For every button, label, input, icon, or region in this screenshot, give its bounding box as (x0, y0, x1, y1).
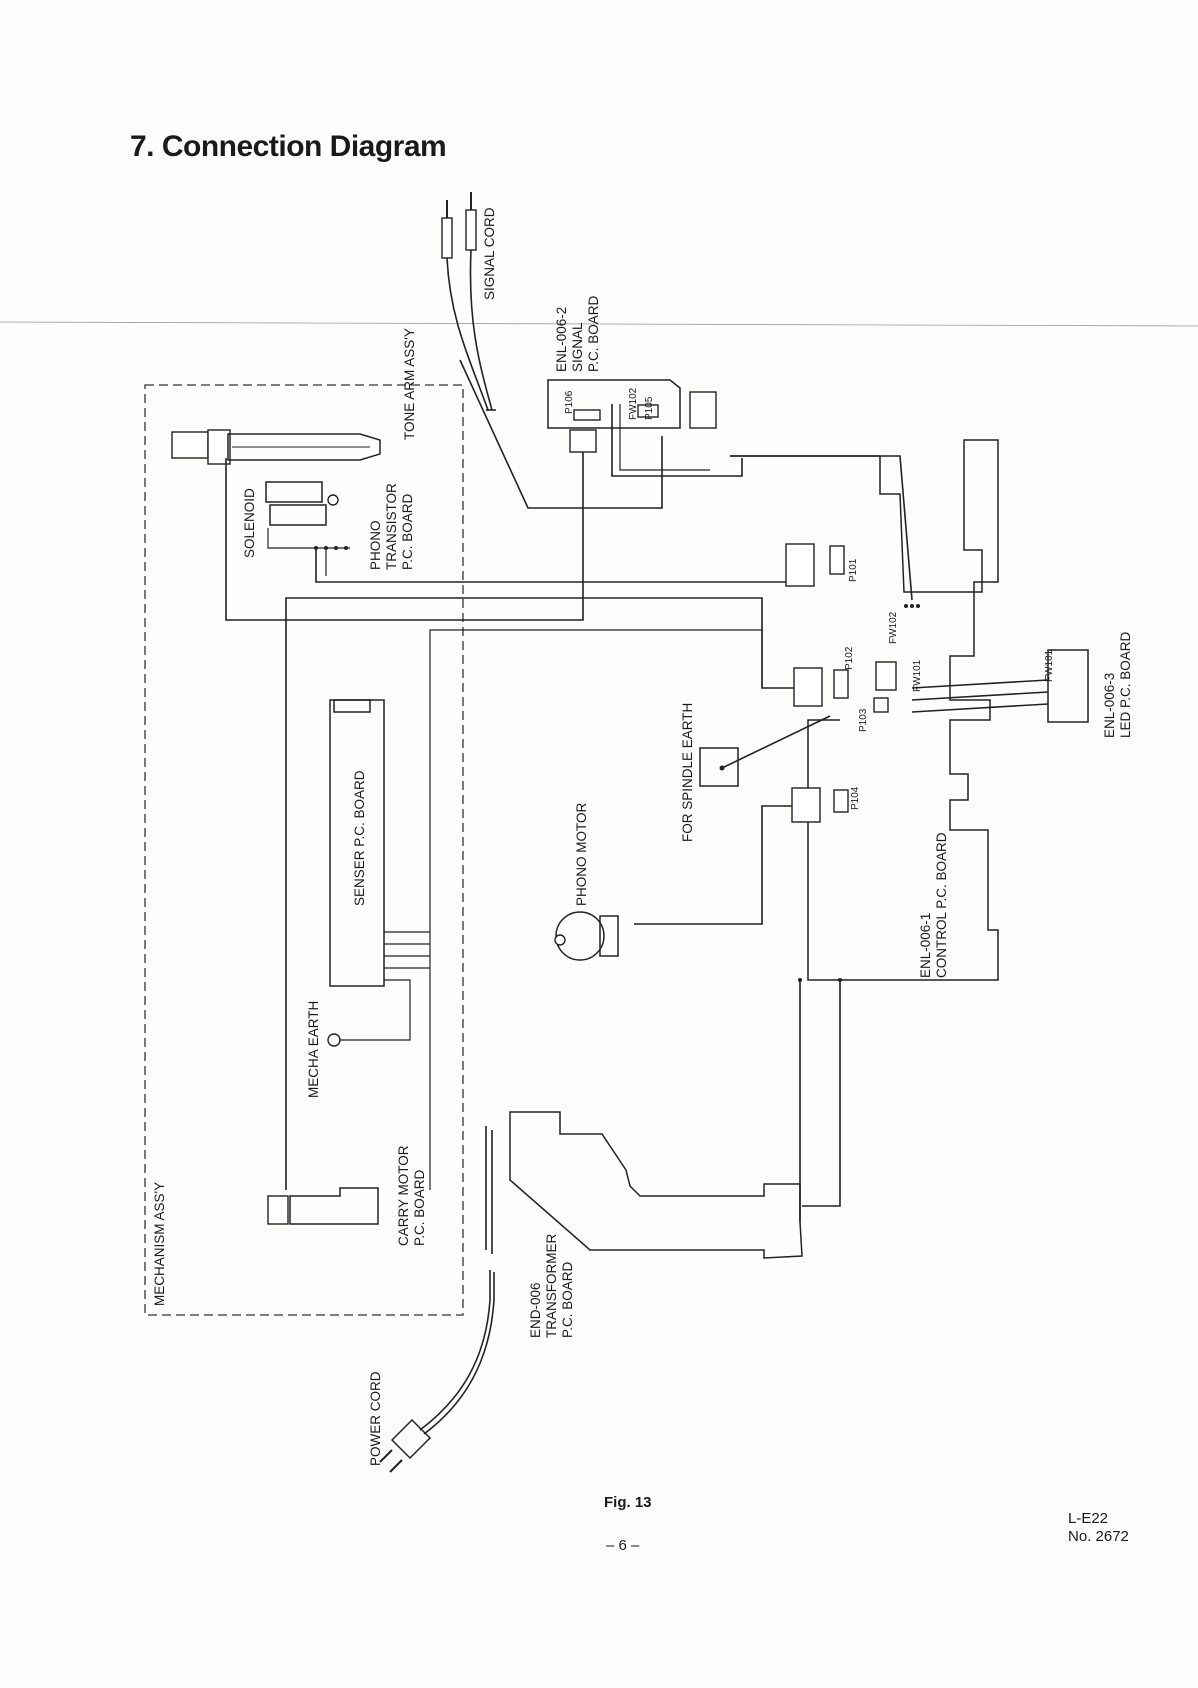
label-phono-tr-2: TRANSISTOR (384, 483, 399, 570)
label-signal-board-3: P.C. BOARD (586, 295, 601, 372)
phono-motor-wire (634, 805, 792, 925)
carry-motor-board (267, 1187, 379, 1225)
tone-arm (171, 429, 381, 465)
label-phono-tr-1: PHONO (368, 520, 383, 570)
document-id-line-1: L-E22 (1068, 1510, 1109, 1527)
label-power-cord: POWER CORD (368, 1371, 383, 1466)
label-p105: P105 (644, 396, 655, 420)
page-title: 7. Connection Diagram (130, 130, 447, 163)
signal-board (225, 379, 743, 621)
label-carry-motor-1: CARRY MOTOR (396, 1145, 411, 1246)
p104-connector (791, 787, 849, 823)
signal-cord (441, 192, 496, 411)
transformer-board (509, 978, 842, 1259)
p102-wire (285, 597, 794, 1190)
label-fw102-signal: FW102 (628, 387, 639, 420)
label-phono-tr-3: P.C. BOARD (400, 493, 415, 570)
label-mechanism: MECHANISM ASS'Y (152, 1182, 167, 1306)
label-carry-motor-2: P.C. BOARD (412, 1169, 427, 1246)
phono-transistor-board (267, 528, 791, 583)
label-phono-motor: PHONO MOTOR (574, 802, 589, 906)
fw101-ribbon (911, 649, 1089, 723)
label-transformer-3: P.C. BOARD (560, 1261, 575, 1338)
label-fw101-led: FW101 (1044, 649, 1055, 682)
label-control-2: CONTROL P.C. BOARD (934, 832, 949, 978)
label-transformer-1: END-006 (528, 1282, 543, 1338)
mechanism-assy-outline (144, 384, 464, 1316)
label-fw101: FW101 (912, 659, 923, 692)
label-mecha-earth: MECHA EARTH (306, 1001, 321, 1098)
label-signal-board-1: ENL-006-2 (554, 307, 569, 372)
label-p102: P102 (844, 646, 855, 670)
p101-connector (785, 543, 845, 587)
fw102-wire (730, 455, 913, 601)
spindle-earth (699, 715, 831, 787)
page-number: – 6 – (606, 1537, 640, 1554)
solenoid (265, 481, 339, 526)
label-tone-arm: TONE ARM ASS'Y (402, 328, 417, 440)
figure-caption: Fig. 13 (604, 1494, 652, 1511)
tone-arm-wire (459, 359, 663, 509)
label-led-2: LED P.C. BOARD (1118, 631, 1133, 738)
label-solenoid: SOLENOID (242, 488, 257, 558)
control-board-outline (730, 439, 999, 981)
label-control-1: ENL-006-1 (918, 913, 933, 978)
label-p101: P101 (848, 558, 859, 582)
label-signal-cord: SIGNAL CORD (482, 207, 497, 300)
phono-motor (554, 911, 619, 961)
document-id: L-E22 No. 2672 (1068, 1510, 1129, 1546)
mecha-earth (327, 1033, 341, 1047)
label-signal-board-2: SIGNAL (570, 322, 585, 372)
scan-line (0, 321, 1198, 327)
p102-connector (793, 661, 897, 713)
p102-wire-2 (429, 629, 763, 1190)
label-led-1: ENL-006-3 (1102, 673, 1117, 738)
label-p106: P106 (564, 390, 575, 414)
label-p104: P104 (850, 786, 861, 810)
label-transformer-2: TRANSFORMER (544, 1234, 559, 1339)
label-senser-board: SENSER P.C. BOARD (352, 770, 367, 906)
document-id-line-2: No. 2672 (1068, 1528, 1129, 1545)
senser-board (329, 699, 430, 1041)
label-fw102: FW102 (888, 611, 899, 644)
power-cord (379, 1126, 495, 1473)
label-p103: P103 (858, 708, 869, 732)
label-spindle-earth: FOR SPINDLE EARTH (680, 703, 695, 842)
